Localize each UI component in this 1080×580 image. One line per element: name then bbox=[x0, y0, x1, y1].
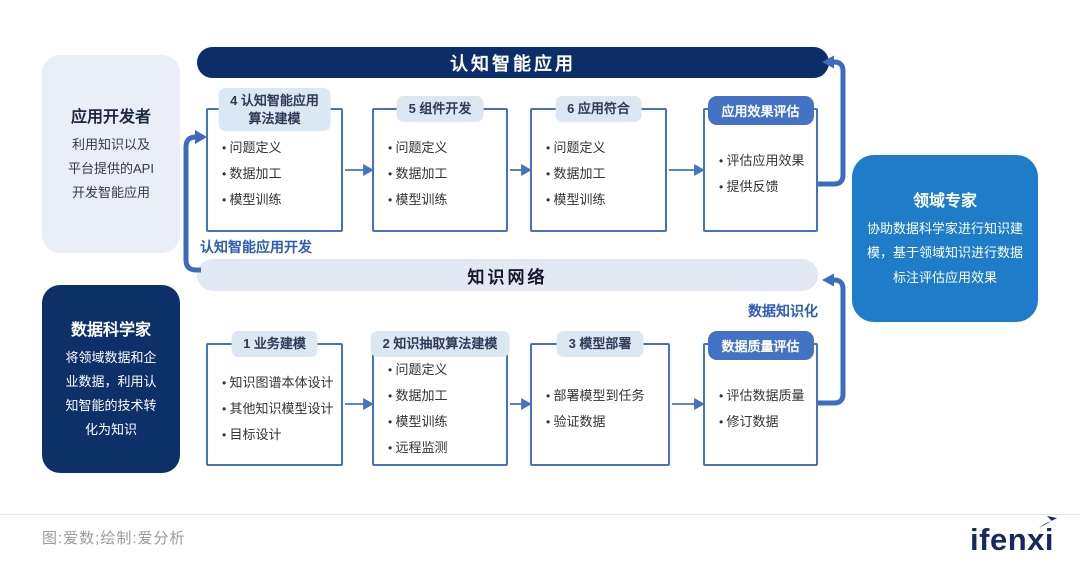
process-item-list: 问题定义 数据加工 模型训练 bbox=[532, 110, 665, 230]
process-item-list: 评估数据质量 修订数据 bbox=[705, 345, 816, 464]
process-item: 目标设计 bbox=[222, 422, 341, 448]
role-desc-line: 将领域数据和企 bbox=[65, 349, 157, 365]
process-item: 问题定义 bbox=[222, 135, 341, 161]
process-item: 验证数据 bbox=[546, 409, 668, 435]
role-desc-line: 协助数据科学家进行知识建 bbox=[866, 221, 1023, 237]
process-item: 问题定义 bbox=[388, 135, 506, 161]
process-item: 其他知识模型设计 bbox=[222, 396, 341, 422]
process-box-app-effect-eval: 应用效果评估 评估应用效果 提供反馈 bbox=[703, 96, 818, 232]
logo-arrow-icon bbox=[1039, 516, 1057, 528]
process-box-6-app-integration: 6 应用符合 问题定义 数据加工 模型训练 bbox=[530, 96, 667, 232]
source-caption: 图:爱数;绘制:爱分析 bbox=[42, 530, 186, 547]
process-box-header: 6 应用符合 bbox=[555, 96, 642, 122]
role-box-data-scientist: 数据科学家 将领域数据和企 业数据，利用认 知智能的技术转 化为知识 bbox=[42, 285, 180, 473]
role-desc-line: 平台提供的API bbox=[68, 160, 154, 176]
role-desc-line: 知智能的技术转 bbox=[65, 398, 157, 413]
process-box-1-business-modeling: 1 业务建模 知识图谱本体设计 其他知识模型设计 目标设计 bbox=[206, 331, 343, 466]
banner-top-label: 认知智能应用 bbox=[450, 53, 576, 74]
process-item-list: 问题定义 数据加工 模型训练 远程监测 bbox=[374, 345, 506, 464]
process-item-list: 问题定义 数据加工 模型训练 bbox=[374, 110, 506, 230]
header-line: 数据质量评估 bbox=[721, 339, 800, 354]
header-line: 3 模型部署 bbox=[568, 336, 632, 351]
process-item-list: 问题定义 数据加工 模型训练 bbox=[208, 110, 341, 230]
process-item: 部署模型到任务 bbox=[546, 383, 668, 409]
process-box-data-quality-eval: 数据质量评估 评估数据质量 修订数据 bbox=[703, 331, 818, 466]
process-box-5-component-dev: 5 组件开发 问题定义 数据加工 模型训练 bbox=[372, 96, 508, 232]
ifenxi-logo-text: ifenxi bbox=[970, 522, 1054, 557]
loop-arrow-quality-to-network bbox=[818, 273, 846, 406]
header-line: 1 业务建模 bbox=[243, 336, 306, 351]
role-desc-line: 利用知识以及 bbox=[71, 136, 150, 152]
process-item: 远程监测 bbox=[388, 435, 506, 461]
role-desc-line: 开发智能应用 bbox=[71, 185, 150, 201]
header-line: 6 应用符合 bbox=[567, 101, 630, 116]
process-item-list: 知识图谱本体设计 其他知识模型设计 目标设计 bbox=[208, 345, 341, 464]
process-item: 问题定义 bbox=[388, 357, 506, 383]
process-item: 模型训练 bbox=[388, 187, 506, 213]
process-item: 评估数据质量 bbox=[719, 383, 816, 409]
ifenxi-logo: ifenxi bbox=[970, 516, 1057, 558]
process-item: 问题定义 bbox=[546, 135, 665, 161]
footer-divider bbox=[0, 514, 1080, 515]
header-line: 算法建模 bbox=[248, 110, 301, 126]
role-title: 领域专家 bbox=[912, 193, 977, 211]
process-box-header: 1 业务建模 bbox=[231, 331, 318, 357]
process-item-list: 评估应用效果 提供反馈 bbox=[705, 110, 816, 230]
role-box-domain-expert: 领域专家 协助数据科学家进行知识建 模，基于领域知识进行数据 标注评估应用效果 bbox=[852, 155, 1038, 322]
header-line: 4 认知智能应用 bbox=[230, 93, 319, 108]
role-desc-line: 标注评估应用效果 bbox=[892, 269, 997, 285]
process-item: 修订数据 bbox=[719, 409, 816, 435]
process-item: 评估应用效果 bbox=[719, 148, 816, 174]
process-item: 数据加工 bbox=[222, 161, 341, 187]
banner-knowledge-network: 知识网络 bbox=[197, 259, 818, 291]
role-box-app-developer: 应用开发者 利用知识以及 平台提供的API 开发智能应用 bbox=[42, 55, 180, 253]
label-data-knowledge: 数据知识化 bbox=[748, 303, 818, 319]
role-desc-line: 模，基于领域知识进行数据 bbox=[866, 245, 1023, 261]
process-box-4-algorithm-modeling: 4 认知智能应用 算法建模 问题定义 数据加工 模型训练 bbox=[206, 88, 343, 232]
process-box-header: 应用效果评估 bbox=[707, 96, 814, 125]
process-item: 模型训练 bbox=[546, 187, 665, 213]
role-title: 数据科学家 bbox=[70, 321, 151, 339]
process-item: 提供反馈 bbox=[719, 174, 816, 200]
process-item: 数据加工 bbox=[546, 161, 665, 187]
banner-middle-label: 知识网络 bbox=[467, 267, 548, 287]
process-box-header: 数据质量评估 bbox=[707, 331, 814, 360]
process-item-list: 部署模型到任务 验证数据 bbox=[532, 345, 668, 464]
process-item: 数据加工 bbox=[388, 161, 506, 187]
process-item: 模型训练 bbox=[388, 409, 506, 435]
role-desc-line: 业数据，利用认 bbox=[65, 373, 157, 389]
header-line: 2 知识抽取算法建模 bbox=[382, 336, 498, 351]
banner-cognitive-app: 认知智能应用 bbox=[197, 47, 829, 78]
process-box-header: 4 认知智能应用 算法建模 bbox=[218, 88, 331, 132]
role-desc-line: 化为知识 bbox=[84, 422, 137, 438]
header-line: 应用效果评估 bbox=[721, 104, 800, 119]
process-box-header: 5 组件开发 bbox=[396, 96, 484, 122]
process-box-2-knowledge-extraction: 2 知识抽取算法建模 问题定义 数据加工 模型训练 远程监测 bbox=[370, 331, 510, 466]
process-box-3-model-deployment: 3 模型部署 部署模型到任务 验证数据 bbox=[530, 331, 670, 466]
process-box-header: 2 知识抽取算法建模 bbox=[370, 331, 510, 357]
process-item: 知识图谱本体设计 bbox=[222, 370, 341, 396]
process-box-header: 3 模型部署 bbox=[556, 331, 644, 357]
header-line: 5 组件开发 bbox=[408, 101, 472, 116]
process-item: 数据加工 bbox=[388, 383, 506, 409]
label-cognitive-app-dev: 认知智能应用开发 bbox=[200, 239, 312, 255]
role-title: 应用开发者 bbox=[70, 108, 151, 126]
process-item: 模型训练 bbox=[222, 187, 341, 213]
